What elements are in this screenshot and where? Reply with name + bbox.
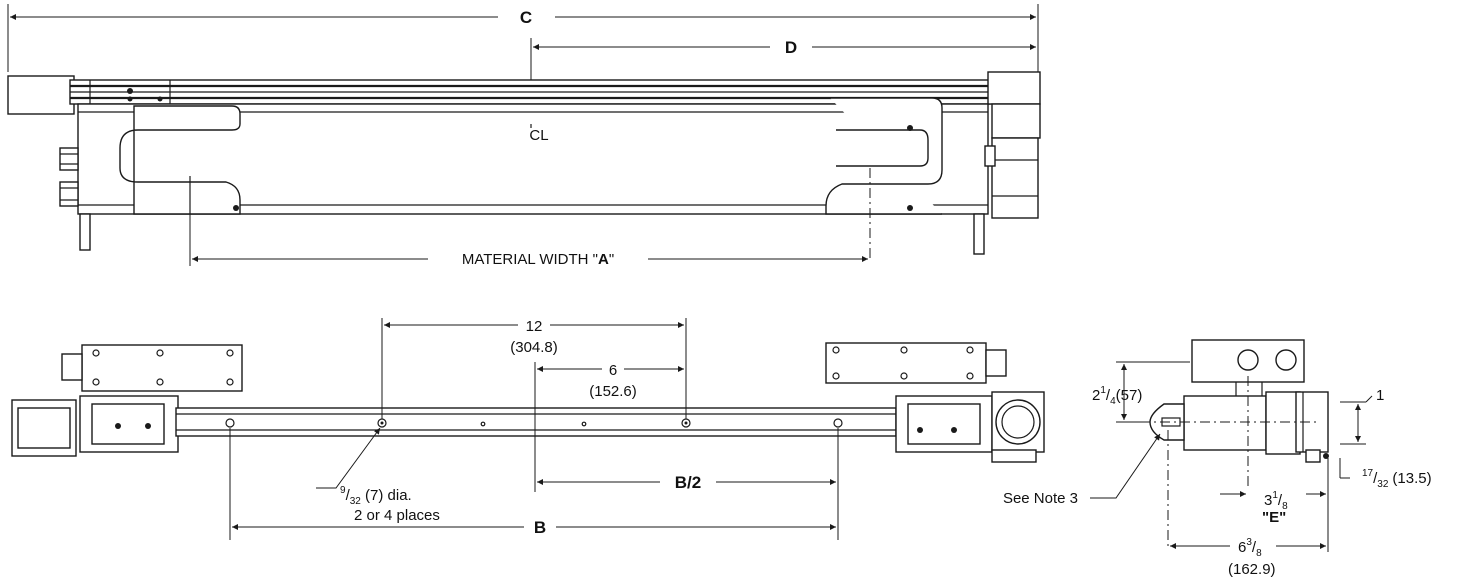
- dimension-c-label: C: [520, 8, 532, 27]
- dimension-12-mm: (304.8): [510, 339, 558, 356]
- dimension-e-size: 31/8: [1264, 490, 1288, 512]
- dimension-total-mm: (162.9): [1228, 561, 1276, 578]
- dimension-offset: 17/32(13.5): [1339, 458, 1432, 490]
- left-connector-upper: [59, 147, 79, 171]
- note-label: See Note 3: [1003, 490, 1078, 507]
- dimension-total: 63/8 (162.9): [1170, 537, 1326, 578]
- hole-callout: 9/32 (7) dia. 2 or 4 places: [316, 427, 440, 524]
- front-elevation-view: C D: [7, 4, 1041, 268]
- plan-view: 12 (304.8) 6 (152.6) B/2 B 9/32 (7: [11, 318, 1045, 540]
- dimension-material-width: MATERIAL WIDTH "A": [189, 214, 868, 268]
- dimension-b: B: [229, 428, 836, 540]
- dimension-e-label: "E": [1262, 509, 1286, 526]
- material-width-label: MATERIAL WIDTH "A": [462, 251, 614, 268]
- offset-label: 17/32(13.5): [1362, 468, 1432, 490]
- dimension-c: C: [7, 4, 1039, 72]
- height-label: 21/4(57): [1092, 385, 1142, 407]
- dimension-b-label: B: [534, 518, 546, 537]
- right-end-block: [987, 71, 1041, 105]
- right-mounting-leg: [973, 213, 985, 255]
- dimension-b-half: B/2: [537, 428, 839, 540]
- left-upper-box: [81, 344, 243, 392]
- dimension-1-label: 1: [1376, 387, 1384, 404]
- left-mounting-leg: [79, 213, 91, 251]
- hole-callout-size: 9/32 (7) dia.: [340, 485, 412, 507]
- dimension-1: 1: [1340, 387, 1384, 445]
- dimension-total-size: 63/8: [1238, 537, 1262, 559]
- dimension-d-label: D: [785, 38, 797, 57]
- right-motor-housing: [991, 137, 1039, 219]
- dimension-12: 12 (304.8): [381, 318, 687, 419]
- dimension-6: 6 (152.6): [534, 362, 684, 492]
- dimension-d: D: [530, 38, 1036, 120]
- side-body: [1183, 395, 1267, 451]
- dimension-6-label: 6: [609, 362, 617, 379]
- left-sensor-arm: [119, 105, 241, 215]
- hole-callout-count: 2 or 4 places: [354, 507, 440, 524]
- right-upper-box: [825, 342, 987, 384]
- plan-rail: [175, 407, 897, 437]
- dimension-12-label: 12: [526, 318, 543, 335]
- centerline-label: CL: [529, 127, 548, 144]
- centerline-marker: CL: [529, 124, 549, 144]
- dimension-height: 21/4(57): [1092, 361, 1190, 423]
- note-callout: See Note 3: [1003, 433, 1161, 507]
- dimension-b-half-label: B/2: [675, 473, 701, 492]
- dimension-6-mm: (152.6): [589, 383, 637, 400]
- side-view: 21/4(57) 1 17/32(13.5) See Note 3 31/8 ": [1003, 339, 1432, 578]
- dimension-e: 31/8 "E": [1220, 458, 1329, 552]
- left-end-block: [7, 75, 75, 115]
- right-sensor-arm: [825, 97, 943, 215]
- left-connector-lower: [59, 181, 79, 207]
